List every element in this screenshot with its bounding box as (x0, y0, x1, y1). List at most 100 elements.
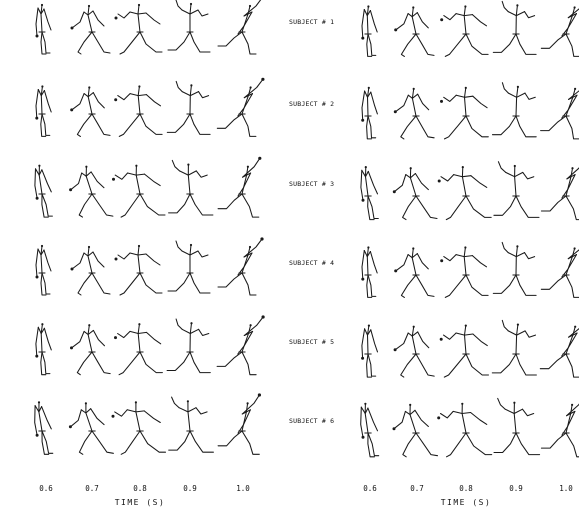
subject-label-4: SUBJECT # 4 (289, 259, 334, 267)
shoulder-line (361, 407, 368, 413)
stick-figure (36, 4, 52, 54)
head-marker (135, 165, 137, 167)
right-leg (403, 433, 416, 457)
right-arm (172, 397, 180, 408)
right-leg (77, 114, 92, 136)
left-leg (466, 354, 489, 375)
stick-figure (35, 165, 53, 218)
ball-marker (262, 315, 265, 318)
left-leg (190, 273, 210, 293)
head-marker (368, 325, 370, 327)
head-marker (367, 5, 369, 7)
right-arm (72, 331, 85, 348)
right-arm (444, 333, 457, 339)
stick-figure (440, 87, 488, 139)
neck (138, 246, 139, 255)
neck (465, 88, 466, 97)
left-arm (417, 254, 428, 269)
stick-figure (112, 401, 166, 454)
left-arm (91, 172, 104, 188)
right-arm (118, 12, 130, 18)
stick-figure (169, 397, 214, 452)
stick-figure (394, 88, 434, 139)
left-arm (523, 172, 534, 179)
right-arm (395, 95, 408, 112)
stick-figure (218, 237, 264, 295)
trunk (410, 415, 416, 433)
trunk (412, 336, 416, 354)
left-leg (516, 116, 536, 137)
neck (516, 246, 517, 256)
left-leg (368, 354, 376, 376)
stick-figure (168, 0, 210, 52)
ball-marker (35, 117, 38, 120)
right-leg (445, 275, 466, 297)
stick-figure (115, 4, 163, 54)
ball-marker (394, 28, 397, 31)
head-marker (462, 166, 464, 168)
left-tick-2: 0.7 (85, 484, 99, 493)
head-marker (41, 245, 43, 247)
left-arm (145, 174, 161, 186)
ball-marker (393, 427, 396, 430)
stick-figure (493, 242, 536, 295)
left-leg (566, 116, 579, 139)
left-leg (368, 34, 376, 55)
left-arm (471, 176, 487, 188)
ball-marker (261, 78, 264, 81)
right-arm (36, 8, 38, 36)
head-marker (135, 401, 137, 403)
right-leg (401, 354, 416, 377)
left-leg (368, 116, 376, 138)
head-marker (465, 87, 467, 89)
neck (138, 324, 139, 333)
right-leg (218, 273, 242, 287)
head-marker (85, 166, 87, 168)
ball-marker (112, 178, 115, 181)
head-marker (514, 165, 516, 167)
right-leg (167, 352, 190, 371)
head-marker (574, 6, 576, 8)
right-leg (169, 431, 190, 450)
right-arm (72, 94, 84, 110)
head-marker (412, 6, 414, 8)
left-arm (196, 171, 207, 177)
left-leg (190, 194, 213, 215)
left-arm (418, 94, 429, 110)
right-leg (401, 275, 416, 297)
stick-figure (35, 401, 53, 454)
right-arm (362, 251, 364, 280)
stick-figure (492, 320, 536, 375)
stick-figure (440, 5, 488, 56)
head-marker (413, 326, 415, 328)
right-leg (540, 354, 566, 369)
left-arm (198, 251, 208, 257)
stick-figure (71, 246, 111, 295)
left-leg (42, 32, 50, 53)
neck (517, 87, 518, 97)
right-arm (396, 14, 408, 30)
ball-marker (36, 434, 39, 437)
right-leg (541, 196, 566, 211)
trunk (516, 97, 517, 116)
neck (138, 5, 139, 14)
stick-figure (71, 5, 111, 54)
right-arm (243, 158, 260, 177)
subject-label-5: SUBJECT # 5 (289, 338, 334, 346)
right-arm (36, 90, 38, 119)
stick-figure (217, 315, 265, 374)
trunk (138, 14, 140, 32)
neck (190, 323, 191, 333)
right-arm (244, 239, 262, 257)
trunk (410, 178, 416, 196)
left-leg (516, 275, 536, 295)
trunk (412, 17, 416, 34)
right-arm (502, 242, 508, 252)
trunk (516, 335, 517, 354)
head-marker (517, 86, 519, 88)
head-marker (365, 166, 367, 168)
right-leg (447, 433, 467, 457)
stick-figure (218, 157, 261, 217)
right-arm (118, 94, 130, 100)
head-marker (574, 326, 576, 328)
